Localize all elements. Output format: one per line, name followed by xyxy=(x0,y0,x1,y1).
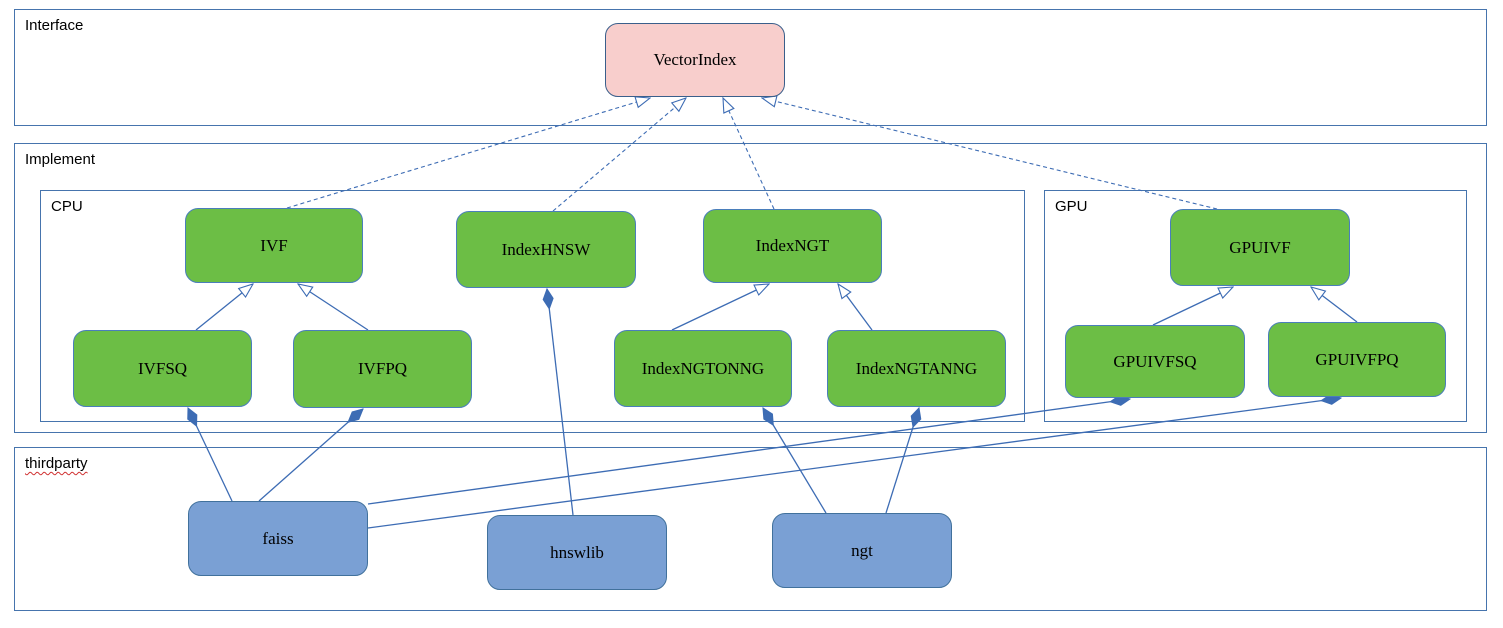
node-label-vectorindex: VectorIndex xyxy=(653,50,737,69)
edge-ivfsq-ivf xyxy=(195,284,253,331)
node-label-gpuivfsq: GPUIVFSQ xyxy=(1113,351,1197,371)
node-vectorindex[interactable]: VectorIndex xyxy=(605,23,785,97)
node-label-indexhnsw: IndexHNSW xyxy=(501,239,591,259)
node-label-gpuivfpq: GPUIVFPQ xyxy=(1315,349,1399,369)
edge-faiss-ivfsq xyxy=(188,408,233,502)
container-implement: Implement xyxy=(14,143,1487,433)
node-label-indexngtanng: IndexNGTANNG xyxy=(855,358,978,378)
edge-indexngtonng-indexngt xyxy=(671,284,769,331)
node-label-indexngtonng: IndexNGTONNG xyxy=(641,358,765,378)
edge-indexngtanng-indexngt xyxy=(838,284,873,331)
edge-faiss-gpuivfpq xyxy=(367,398,1341,529)
node-indexngt[interactable]: IndexNGT xyxy=(703,209,882,283)
container-gpu: GPU xyxy=(1044,190,1467,422)
node-indexngtanng[interactable]: IndexNGTANNG xyxy=(827,330,1006,407)
container-label-thirdparty: thirdparty xyxy=(25,455,88,472)
node-label-hnswlib: hnswlib xyxy=(550,542,604,562)
node-label-faiss: faiss xyxy=(262,528,294,548)
node-ivfpq[interactable]: IVFPQ xyxy=(293,330,472,408)
edge-hnswlib-indexhnsw xyxy=(547,289,574,516)
node-label-ivf: IVF xyxy=(260,235,288,255)
edge-ngt-indexngtanng xyxy=(885,408,919,514)
node-gpuivf[interactable]: GPUIVF xyxy=(1170,209,1350,286)
node-ngt[interactable]: ngt xyxy=(772,513,952,588)
container-thirdparty: thirdparty xyxy=(14,447,1487,611)
container-interface: Interface xyxy=(14,9,1487,126)
container-cpu: CPU xyxy=(40,190,1025,422)
edge-gpuivf-vectorindex xyxy=(762,98,1218,210)
node-label-ivfpq: IVFPQ xyxy=(357,359,408,378)
edge-indexngt-vectorindex xyxy=(723,98,775,210)
container-label-cpu: CPU xyxy=(51,198,83,215)
node-indexngtonng[interactable]: IndexNGTONNG xyxy=(614,330,792,407)
edge-ivfpq-ivf xyxy=(298,284,369,331)
edge-gpuivfsq-gpuivf xyxy=(1152,287,1233,326)
node-hnswlib[interactable]: hnswlib xyxy=(487,515,667,590)
node-gpuivfpq[interactable]: GPUIVFPQ xyxy=(1268,322,1446,397)
edge-indexhnsw-vectorindex xyxy=(552,98,686,212)
node-label-ngt: ngt xyxy=(851,540,873,560)
edge-gpuivfpq-gpuivf xyxy=(1311,287,1358,323)
node-label-ivfsq: IVFSQ xyxy=(137,358,188,378)
edge-faiss-ivfpq xyxy=(258,409,363,502)
container-label-implement: Implement xyxy=(25,151,96,168)
node-indexhnsw[interactable]: IndexHNSW xyxy=(456,211,636,288)
container-label-interface: Interface xyxy=(25,17,84,34)
edge-ivf-vectorindex xyxy=(286,98,650,209)
node-gpuivfsq[interactable]: GPUIVFSQ xyxy=(1065,325,1245,398)
node-ivf[interactable]: IVF xyxy=(185,208,363,283)
node-label-indexngt: IndexNGT xyxy=(755,236,830,255)
edge-ngt-indexngtonng xyxy=(763,408,827,514)
node-label-gpuivf: GPUIVF xyxy=(1229,237,1291,257)
node-ivfsq[interactable]: IVFSQ xyxy=(73,330,252,407)
edge-faiss-gpuivfsq xyxy=(367,399,1130,505)
container-label-gpu: GPU xyxy=(1055,198,1088,215)
node-faiss[interactable]: faiss xyxy=(188,501,368,576)
